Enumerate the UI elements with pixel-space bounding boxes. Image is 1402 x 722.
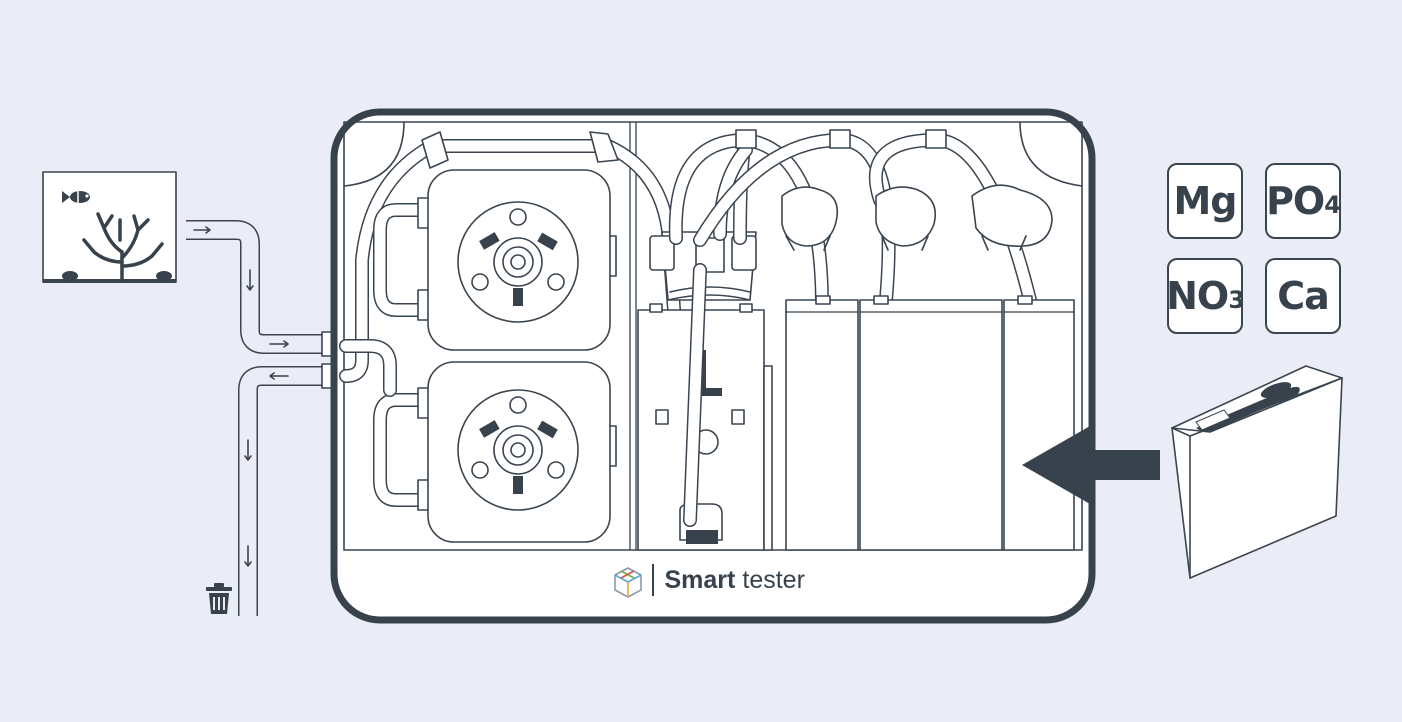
reagent-label-ca: Ca (1265, 258, 1341, 334)
reagent-label-po4: PO 4 (1265, 163, 1341, 239)
reagent-symbol: PO (1266, 179, 1325, 223)
reagent-symbol: Mg (1173, 179, 1237, 223)
fish-icon (62, 191, 90, 203)
reagent-label-no3: NO 3 (1166, 258, 1245, 334)
pump-top (417, 169, 617, 351)
brand-name-bold: Smart (664, 565, 736, 594)
pump-tubing (339, 131, 697, 527)
reagent-cartridge-icon (1171, 365, 1343, 579)
reagent-subscript: 3 (1228, 286, 1245, 314)
reagent-valves (781, 184, 1053, 251)
coral-icon (62, 212, 172, 283)
cube-logo-icon (614, 567, 642, 598)
aquarium-icon (42, 171, 177, 283)
pump-bottom (417, 361, 617, 543)
brand-name-light: tester (742, 565, 805, 594)
reagent-symbol: Ca (1277, 274, 1330, 318)
brand-separator (652, 564, 654, 596)
reagent-symbol: NO (1166, 274, 1229, 318)
reagent-label-mg: Mg (1167, 163, 1243, 239)
drain-pipe (238, 366, 324, 616)
reagent-bays (785, 295, 1075, 551)
reagent-hoses (668, 129, 1037, 307)
reagent-subscript: 4 (1324, 191, 1341, 219)
brand-label: Smart tester (612, 562, 805, 598)
inlet-pipe (186, 220, 324, 354)
measuring-module (637, 229, 773, 551)
arrow-left-icon (1022, 426, 1160, 504)
trash-can-icon (206, 583, 232, 614)
